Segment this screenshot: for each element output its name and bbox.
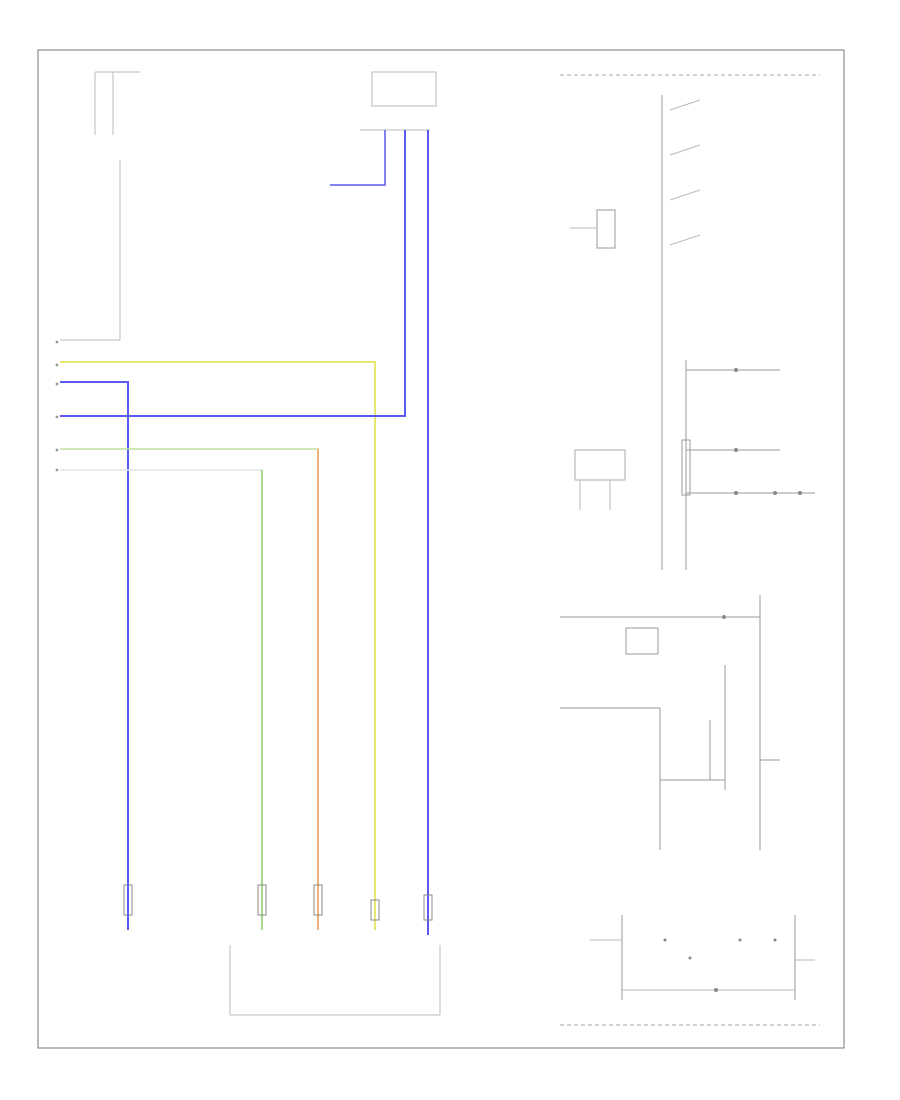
switch-cluster [570, 95, 701, 570]
bottom-connectors [123, 884, 441, 1016]
wire-white-lower [60, 469, 263, 930]
diagram-frame [37, 49, 845, 1049]
right-dividers [560, 74, 820, 1026]
top-center-connector [360, 71, 437, 131]
power-line [560, 595, 761, 850]
wire-green [60, 448, 319, 930]
lower-branch [560, 665, 780, 850]
wire-blue-mid [60, 130, 406, 417]
left-terminals [55, 340, 59, 472]
relay-module [574, 449, 626, 510]
wire-blue-top [330, 130, 386, 186]
top-left-connector [60, 71, 140, 341]
bottom-right-box [590, 915, 815, 1000]
wire-yellow [60, 361, 376, 930]
right-bus [681, 360, 815, 570]
wire-blue-left [60, 381, 129, 930]
